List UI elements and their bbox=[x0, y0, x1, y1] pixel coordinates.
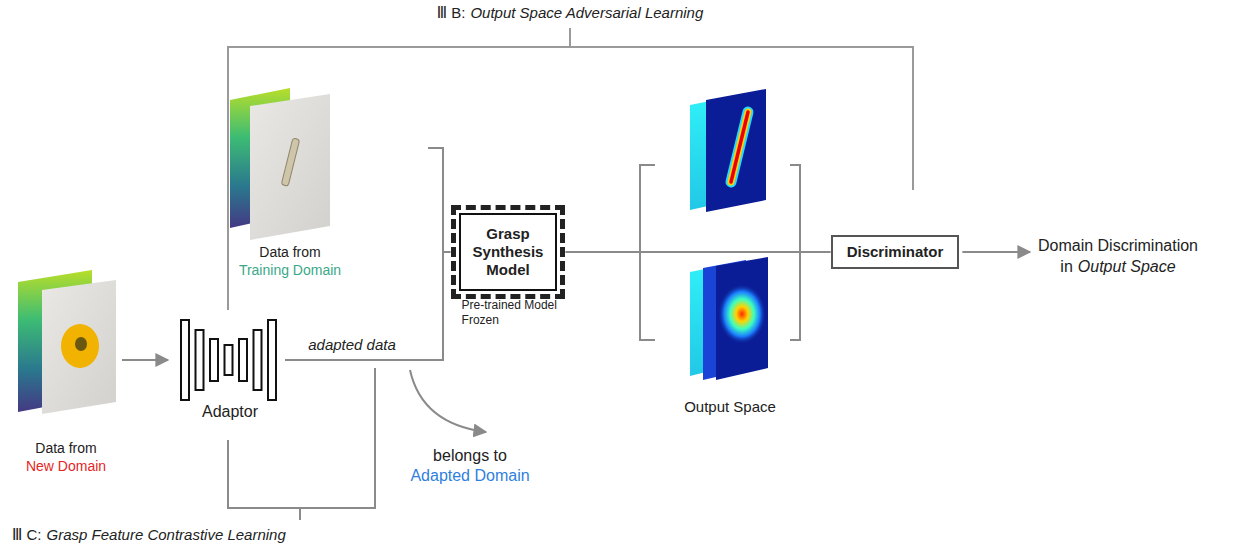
process-box: Discriminator bbox=[831, 235, 960, 269]
node-label: Grasp Synthesis Model bbox=[459, 213, 558, 291]
image-caption: Output Space bbox=[684, 398, 776, 416]
connector bbox=[565, 251, 830, 253]
output-label: Domain Discrimination bbox=[1038, 236, 1198, 255]
edge-label: adapted data bbox=[306, 336, 398, 354]
domain-name: Training Domain bbox=[239, 262, 341, 279]
frozen-model-box: Grasp Synthesis ModelPre-trained Model F… bbox=[451, 205, 566, 299]
section-title: Grasp Feature Contrastive Learning bbox=[47, 526, 286, 544]
output-arrow bbox=[962, 251, 1030, 253]
model-note: Pre-trained Model Frozen bbox=[462, 298, 558, 328]
image-caption: Data from bbox=[35, 440, 96, 457]
section-title: Output Space Adversarial Learning bbox=[470, 4, 703, 22]
adaptor-symbol bbox=[175, 318, 285, 402]
bracket bbox=[228, 368, 375, 520]
adaptor-network: Adaptor bbox=[175, 318, 285, 421]
node-label: Discriminator bbox=[847, 243, 944, 261]
image-caption: Data from bbox=[259, 244, 320, 261]
output-label: in bbox=[1060, 257, 1072, 276]
input-image bbox=[18, 270, 116, 414]
node-label: Adaptor bbox=[175, 402, 285, 421]
input-image bbox=[230, 88, 330, 240]
section-title: Ⅲ B: bbox=[437, 4, 466, 22]
output-label: Output Space bbox=[1078, 257, 1176, 276]
output-map bbox=[690, 257, 768, 380]
domain-name: New Domain bbox=[26, 458, 106, 475]
output-map bbox=[690, 89, 766, 212]
domain-name: Adapted Domain bbox=[410, 466, 529, 485]
bracket bbox=[228, 28, 913, 310]
section-title: Ⅲ C: bbox=[12, 526, 42, 544]
flow-line bbox=[122, 148, 800, 432]
annotation: belongs to bbox=[433, 446, 507, 465]
